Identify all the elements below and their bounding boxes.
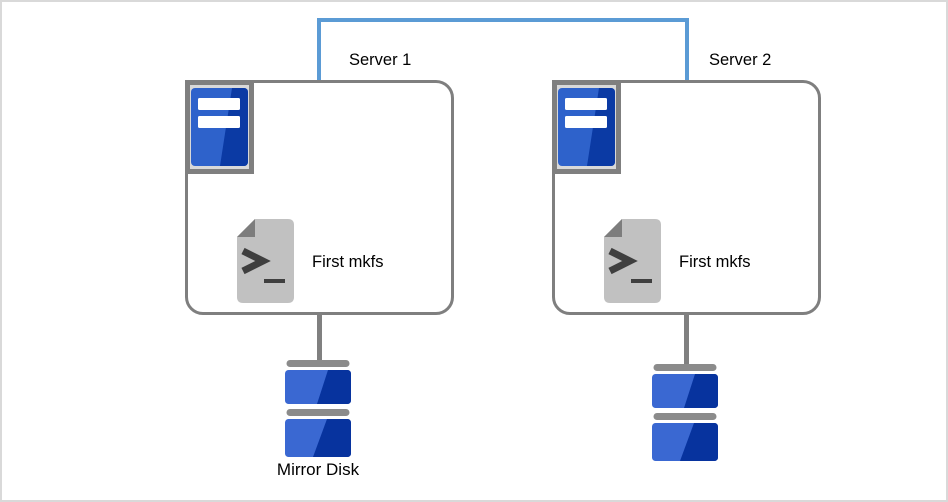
- server2-label: Server 2: [709, 51, 772, 69]
- terminal-script-icon: [604, 219, 661, 303]
- server2-disk-connector: [684, 313, 689, 366]
- interconnect-line: [317, 18, 689, 80]
- mirror-disk-icon: [285, 360, 351, 457]
- mirror-disk-icon: [652, 364, 718, 461]
- server2-script-label: First mkfs: [679, 253, 751, 271]
- server1-label: Server 1: [349, 51, 412, 69]
- server-tower-icon: [191, 88, 248, 166]
- server1-icon-plate: [185, 80, 254, 174]
- server1-script-label: First mkfs: [312, 253, 384, 271]
- server1-disk-connector: [317, 313, 322, 361]
- mirror-disk-label: Mirror Disk: [276, 460, 360, 479]
- server-tower-icon: [558, 88, 615, 166]
- terminal-script-icon: [237, 219, 294, 303]
- server2-icon-plate: [552, 80, 621, 174]
